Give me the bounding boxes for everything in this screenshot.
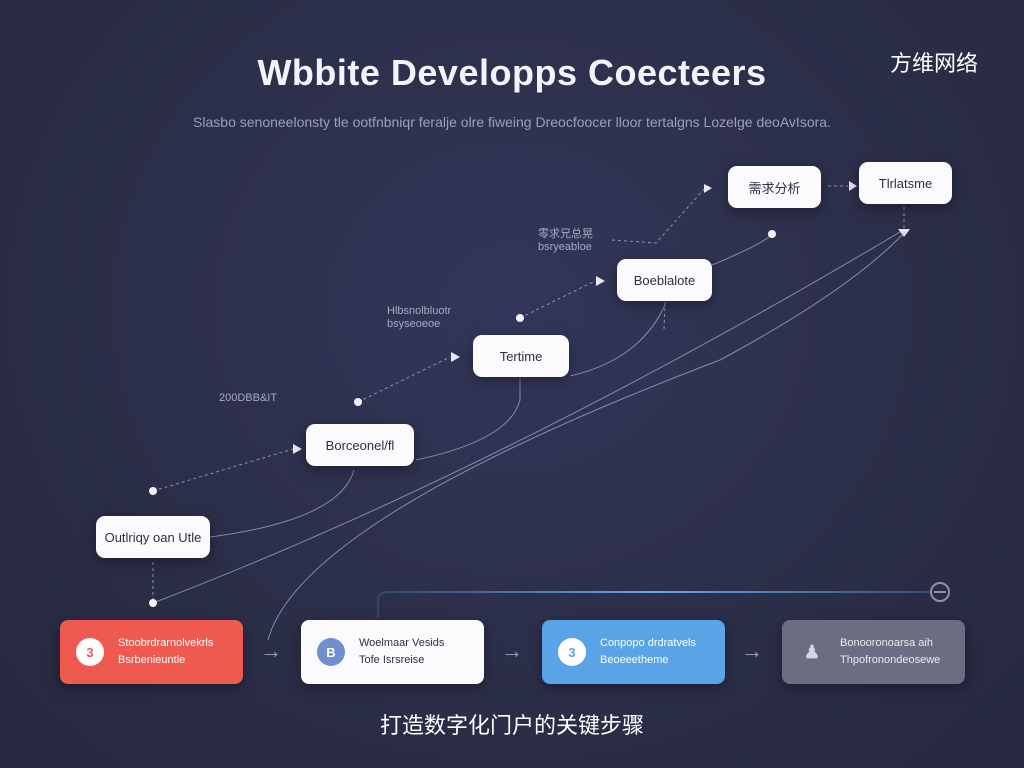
phase-card-1-title: Stoobrdrarnolvekrls [118, 637, 214, 649]
caption-text: 打造数字化门户的关键步骤 [379, 714, 644, 739]
phase-card-3-icon: 3 [558, 638, 586, 666]
step-node-4[interactable]: Boeblalote [617, 259, 712, 301]
phase-card-1-desc: Bsrbenieuntle [118, 654, 186, 666]
annotation-3: 零求兄总晃 bsryeabloe [538, 228, 593, 253]
arrow-right-icon: → [501, 638, 523, 663]
phase-card-2-desc: Tofe Isrsreise [359, 654, 425, 666]
brand-logo-text: 方维网络 [889, 52, 978, 77]
step-node-3-label: Tertime [499, 348, 543, 364]
step-node-3[interactable]: Tertime [473, 335, 569, 377]
phase-card-4-title: Bonooronoarsa aih [840, 637, 933, 649]
step-node-2[interactable]: Borceonel/fl [306, 424, 414, 466]
step-node-2-label: Borceonel/fl [325, 437, 395, 453]
phase-card-4[interactable]: ♟ Bonooronoarsa aih Thpofronondeosewe [782, 620, 965, 684]
step-node-5-label: 需求分析 [748, 180, 801, 196]
phase-card-4-icon: ♟ [803, 641, 821, 662]
step-node-6[interactable]: Tlrlatsme [859, 162, 952, 204]
phase-card-1[interactable]: 3 Stoobrdrarnolvekrls Bsrbenieuntle [60, 620, 243, 684]
page-subtitle: Slasbo senoneelonsty tle ootfnbniqr fera… [193, 114, 831, 130]
step-node-4-label: Boeblalote [633, 272, 696, 288]
step-node-5[interactable]: 需求分析 [728, 166, 821, 208]
phase-card-4-desc: Thpofronondeosewe [840, 654, 941, 666]
phase-card-3-title: Conpopo drdratvels [600, 637, 697, 649]
phase-card-2-title: Woelmaar Vesids [359, 637, 445, 649]
phase-card-3[interactable]: 3 Conpopo drdratvels Beoeeetheme [542, 620, 725, 684]
phase-card-1-icon: 3 [76, 638, 104, 666]
annotation-2: Hlbsnolbluotr bsyseoeoe [387, 305, 452, 330]
page-title: Wbbite Developps Coecteers [257, 52, 767, 93]
annotation-1: 200DBB&IT [219, 392, 278, 404]
arrow-right-icon: → [741, 638, 763, 663]
phase-card-2-icon: B [317, 638, 345, 666]
phase-card-3-desc: Beoeeetheme [600, 654, 669, 666]
step-node-6-label: Tlrlatsme [878, 175, 933, 191]
arrow-right-icon: → [260, 638, 282, 663]
step-node-1[interactable]: Outlriqy oan Utle [96, 516, 210, 558]
phase-card-2[interactable]: B Woelmaar Vesids Tofe Isrsreise [301, 620, 484, 684]
step-node-1-label: Outlriqy oan Utle [104, 529, 202, 545]
